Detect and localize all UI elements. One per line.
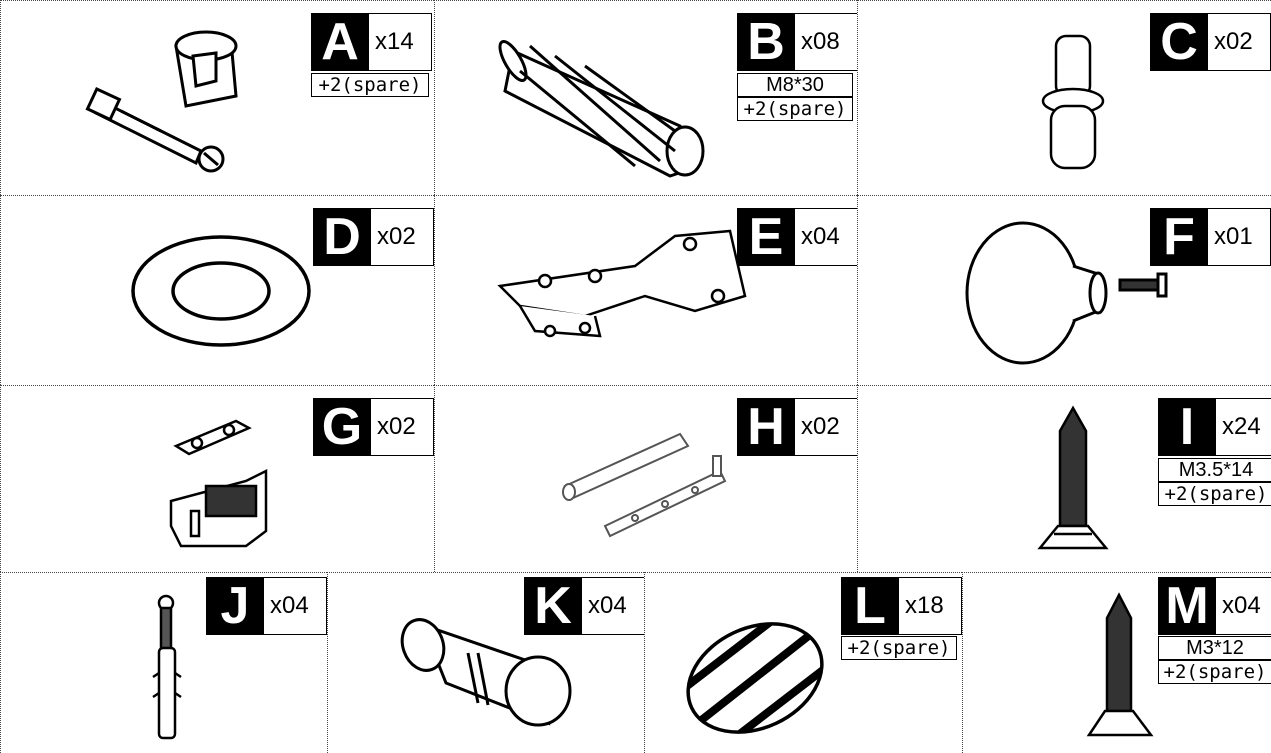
part-cell-j: J x04	[0, 572, 327, 753]
part-letter: C	[1150, 13, 1208, 71]
part-letter: F	[1150, 208, 1208, 266]
part-label-b: B x08	[737, 13, 857, 71]
part-label-c: C x02	[1150, 13, 1271, 71]
part-label-e: E x04	[737, 208, 857, 266]
part-spare-note: +2(spare)	[311, 73, 429, 97]
part-letter: J	[206, 577, 264, 635]
part-quantity: x08	[795, 13, 857, 71]
part-quantity: x04	[582, 577, 644, 635]
part-size-spec: M3*12	[1158, 636, 1271, 660]
part-quantity: x04	[264, 577, 327, 635]
part-label-h: H x02	[737, 398, 857, 456]
part-letter: A	[311, 13, 369, 71]
part-letter: E	[737, 208, 795, 266]
part-quantity: x02	[371, 398, 434, 456]
part-spare-note: +2(spare)	[737, 97, 853, 121]
part-cell-k: K x04	[327, 572, 644, 753]
part-spare-note: +2(spare)	[841, 636, 957, 660]
part-label-a: A x14	[311, 13, 432, 71]
part-cell-i: I x24 M3.5*14 +2(spare)	[857, 385, 1271, 572]
part-cell-h: H x02	[434, 385, 857, 572]
part-spare-note: +2(spare)	[1158, 482, 1271, 506]
part-quantity: x02	[1208, 13, 1271, 71]
part-label-m: M x04	[1158, 577, 1271, 635]
part-cell-g: G x02	[0, 385, 434, 572]
part-cell-f: F x01	[857, 195, 1271, 385]
part-letter: I	[1158, 398, 1216, 456]
part-label-d: D x02	[313, 208, 434, 266]
part-cell-e: E x04	[434, 195, 857, 385]
part-letter: D	[313, 208, 371, 266]
part-cell-a: A x14 +2(spare)	[0, 0, 434, 195]
part-quantity: x01	[1208, 208, 1271, 266]
part-quantity: x18	[899, 577, 962, 635]
part-letter: K	[524, 577, 582, 635]
part-quantity: x02	[795, 398, 857, 456]
part-cell-b: B x08 M8*30 +2(spare)	[434, 0, 857, 195]
part-quantity: x02	[371, 208, 434, 266]
part-label-j: J x04	[206, 577, 327, 635]
part-label-i: I x24	[1158, 398, 1271, 456]
part-size-spec: M8*30	[737, 73, 853, 97]
part-quantity: x24	[1216, 398, 1271, 456]
part-quantity: x04	[1216, 577, 1271, 635]
part-label-g: G x02	[313, 398, 434, 456]
part-label-k: K x04	[524, 577, 644, 635]
part-letter: M	[1158, 577, 1216, 635]
part-cell-l: L x18 +2(spare)	[644, 572, 962, 753]
part-quantity: x04	[795, 208, 857, 266]
part-cell-m: M x04 M3*12 +2(spare)	[962, 572, 1271, 753]
part-cell-c: C x02	[857, 0, 1271, 195]
part-letter: B	[737, 13, 795, 71]
part-spare-note: +2(spare)	[1158, 660, 1271, 684]
part-letter: G	[313, 398, 371, 456]
part-label-l: L x18	[841, 577, 962, 635]
part-letter: L	[841, 577, 899, 635]
part-letter: H	[737, 398, 795, 456]
part-size-spec: M3.5*14	[1158, 458, 1271, 482]
part-label-f: F x01	[1150, 208, 1271, 266]
part-quantity: x14	[369, 13, 432, 71]
part-cell-d: D x02	[0, 195, 434, 385]
